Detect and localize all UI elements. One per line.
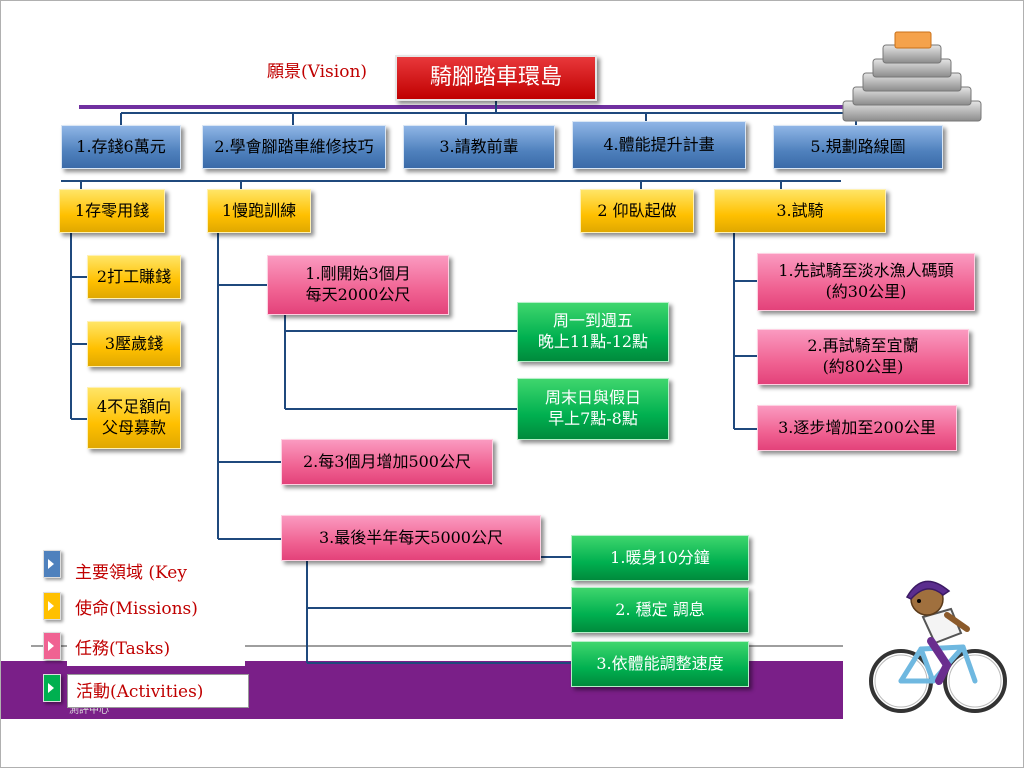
key-area-ask-seniors: 3.請教前輩 — [403, 125, 555, 169]
pyramid-icon — [842, 31, 982, 122]
legend-tasks: 任務(Tasks) — [67, 632, 245, 666]
task-jogging-first-3-months: 1.剛開始3個月 每天2000公尺 — [267, 255, 449, 315]
legend-activities: 活動(Activities) — [67, 674, 249, 708]
key-area-route-plan: 5.規劃路線圖 — [773, 125, 943, 169]
activity-steady-breathing: 2. 穩定 調息 — [571, 587, 749, 633]
cyclist-icon — [843, 569, 1023, 721]
task-trial-yilan: 2.再試騎至宜蘭 (約80公里) — [757, 329, 969, 385]
key-area-save-money: 1.存錢6萬元 — [61, 125, 181, 169]
legend-bullet-activities — [43, 674, 61, 702]
task-ask-parents: 4不足額向 父母募款 — [87, 387, 181, 449]
activity-adjust-speed: 3.依體能調整速度 — [571, 641, 749, 687]
task-jogging-increase: 2.每3個月增加500公尺 — [281, 439, 493, 485]
mission-trial-ride: 3.試騎 — [714, 189, 886, 233]
legend-key-areas: 主要領域 (Key areas) — [67, 556, 245, 617]
legend-bullet-key-areas — [43, 550, 61, 578]
key-area-fitness-plan: 4.體能提升計畫 — [572, 121, 746, 169]
mission-save-pocket-money: 1存零用錢 — [59, 189, 165, 233]
activity-warm-up: 1.暖身10分鐘 — [571, 535, 749, 581]
legend-missions: 使命(Missions) — [67, 592, 245, 626]
mission-jogging: 1慢跑訓練 — [207, 189, 311, 233]
task-trial-200km: 3.逐步增加至200公里 — [757, 405, 957, 451]
activity-weekend-morning: 周末日與假日 早上7點-8點 — [517, 378, 669, 440]
vision-label: 願景(Vision) — [267, 62, 368, 82]
mission-situps: 2 仰臥起做 — [580, 189, 694, 233]
task-red-envelope: 3壓歲錢 — [87, 321, 181, 367]
key-area-bike-repair: 2.學會腳踏車維修技巧 — [202, 125, 386, 169]
root-node: 騎腳踏車環島 — [395, 55, 597, 101]
footer-text: 測評中心 — [69, 705, 109, 716]
task-jogging-last-half-year: 3.最後半年每天5000公尺 — [281, 515, 541, 561]
task-part-time-job: 2打工賺錢 — [87, 255, 181, 299]
legend-bullet-tasks — [43, 632, 61, 660]
activity-weekday-night: 周一到週五 晚上11點-12點 — [517, 302, 669, 362]
legend-bullet-missions — [43, 592, 61, 620]
task-trial-tamsui: 1.先試騎至淡水漁人碼頭 (約30公里) — [757, 253, 975, 311]
